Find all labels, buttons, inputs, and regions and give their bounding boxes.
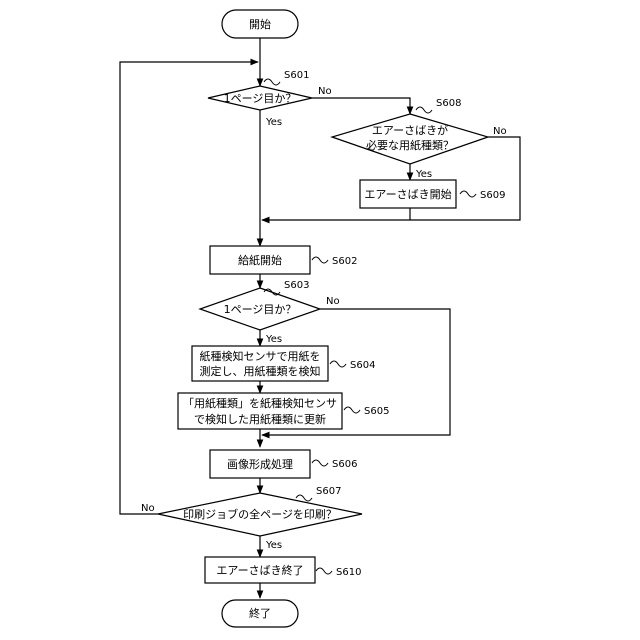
s608-step-label: S608 xyxy=(436,98,461,109)
s608-label-line1: エアーさばきが xyxy=(372,123,448,137)
s601-label: 1ページ目か？ xyxy=(224,92,297,105)
s602-label: 給紙開始 xyxy=(238,253,282,267)
s604-label-line1: 紙種検知センサで用紙を xyxy=(200,349,321,363)
s605-label-line1: 「用紙種類」を紙種検知センサ xyxy=(183,396,337,410)
process-s610: エアーさばき終了 xyxy=(205,557,315,583)
s605-step-label: S605 xyxy=(364,406,389,417)
s602-leader xyxy=(312,257,328,263)
s610-label: エアーさばき終了 xyxy=(216,563,303,577)
arrow-s601-no-to-s608 xyxy=(312,98,410,114)
s603-yes-label: Yes xyxy=(265,334,282,345)
s608-no-label: No xyxy=(493,126,507,137)
process-s602: 給紙開始 xyxy=(210,246,310,274)
decision-s603: 1ページ目か？ xyxy=(200,288,320,330)
s601-no-label: No xyxy=(318,86,332,97)
s607-no-label: No xyxy=(141,503,155,514)
start-node: 開始 xyxy=(222,10,298,38)
s606-step-label: S606 xyxy=(332,459,357,470)
end-label: 終了 xyxy=(249,606,271,620)
s601-step-label: S601 xyxy=(284,70,309,81)
arrow-s607-no-loop xyxy=(120,62,258,514)
s605-leader xyxy=(344,407,360,413)
s604-leader xyxy=(330,361,346,367)
process-s606: 画像形成処理 xyxy=(210,450,310,478)
process-s604: 紙種検知センサで用紙を 測定し、用紙種類を検知 xyxy=(192,346,328,381)
s603-label: 1ページ目か？ xyxy=(224,303,297,316)
decision-s607: 印刷ジョブの全ページを印刷？ xyxy=(158,493,362,536)
s603-no-label: No xyxy=(326,296,340,307)
s607-leader xyxy=(296,495,312,501)
step-leaders xyxy=(264,79,476,574)
s608-label-line2: 必要な用紙種類？ xyxy=(366,138,454,152)
s603-step-label: S603 xyxy=(284,280,309,291)
s610-step-label: S610 xyxy=(336,567,361,578)
start-label: 開始 xyxy=(249,17,271,31)
process-s609: エアーさばき開始 xyxy=(360,180,456,208)
s604-label-line2: 測定し、用紙種類を検知 xyxy=(200,364,321,378)
s604-step-label: S604 xyxy=(350,360,375,371)
s609-step-label: S609 xyxy=(480,190,505,201)
s609-label: エアーさばき開始 xyxy=(364,187,451,201)
s607-step-label: S607 xyxy=(316,486,341,497)
s601-leader xyxy=(264,79,280,85)
decision-s601: 1ページ目か？ xyxy=(208,86,312,110)
s608-yes-label: Yes xyxy=(415,169,432,180)
s606-leader xyxy=(312,460,328,466)
s610-leader xyxy=(316,568,332,574)
s608-leader xyxy=(416,107,432,113)
s605-label-line2: で検知した用紙種類に更新 xyxy=(194,412,326,426)
s607-label: 印刷ジョブの全ページを印刷？ xyxy=(183,507,337,521)
s609-leader xyxy=(460,191,476,197)
decision-s608: エアーさばきが 必要な用紙種類？ xyxy=(332,114,488,164)
s606-label: 画像形成処理 xyxy=(227,458,293,471)
s601-yes-label: Yes xyxy=(265,117,282,128)
s607-yes-label: Yes xyxy=(265,540,282,551)
process-s605: 「用紙種類」を紙種検知センサ で検知した用紙種類に更新 xyxy=(178,393,342,429)
end-node: 終了 xyxy=(222,600,298,627)
s602-step-label: S602 xyxy=(332,256,357,267)
